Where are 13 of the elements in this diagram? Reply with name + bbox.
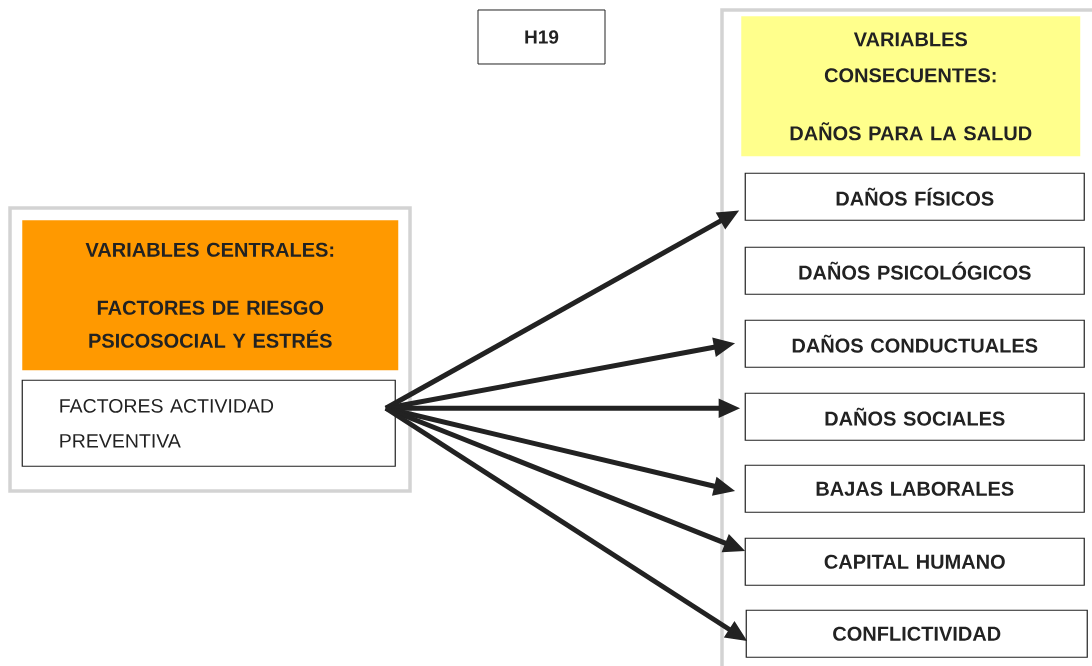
group-frame (8, 206, 412, 493)
variable-box: FACTORES ACTIVIDAD PREVENTIVA (21, 379, 396, 467)
variable-box: BAJAS LABORALES (744, 464, 1085, 513)
variable-box: CONFLICTIVIDAD (745, 609, 1088, 658)
variable-box: CAPITAL HUMANO (744, 537, 1085, 586)
variable-box: DAÑOS CONDUCTUALES (744, 319, 1085, 368)
group-frame (720, 8, 1092, 666)
hypothesis-box: H19 (477, 9, 606, 65)
variable-box: DAÑOS SOCIALES (744, 392, 1085, 441)
variable-box: DAÑOS PSICOLÓGICOS (744, 246, 1085, 295)
header-box: VARIABLES CONSECUENTES: DAÑOS PARA LA SALUD (741, 16, 1081, 157)
variable-box: DAÑOS FÍSICOS (744, 172, 1085, 221)
header-box: VARIABLES CENTRALES: FACTORES DE RIESGO PSICOSOCIAL Y ESTRÉS (22, 220, 399, 371)
